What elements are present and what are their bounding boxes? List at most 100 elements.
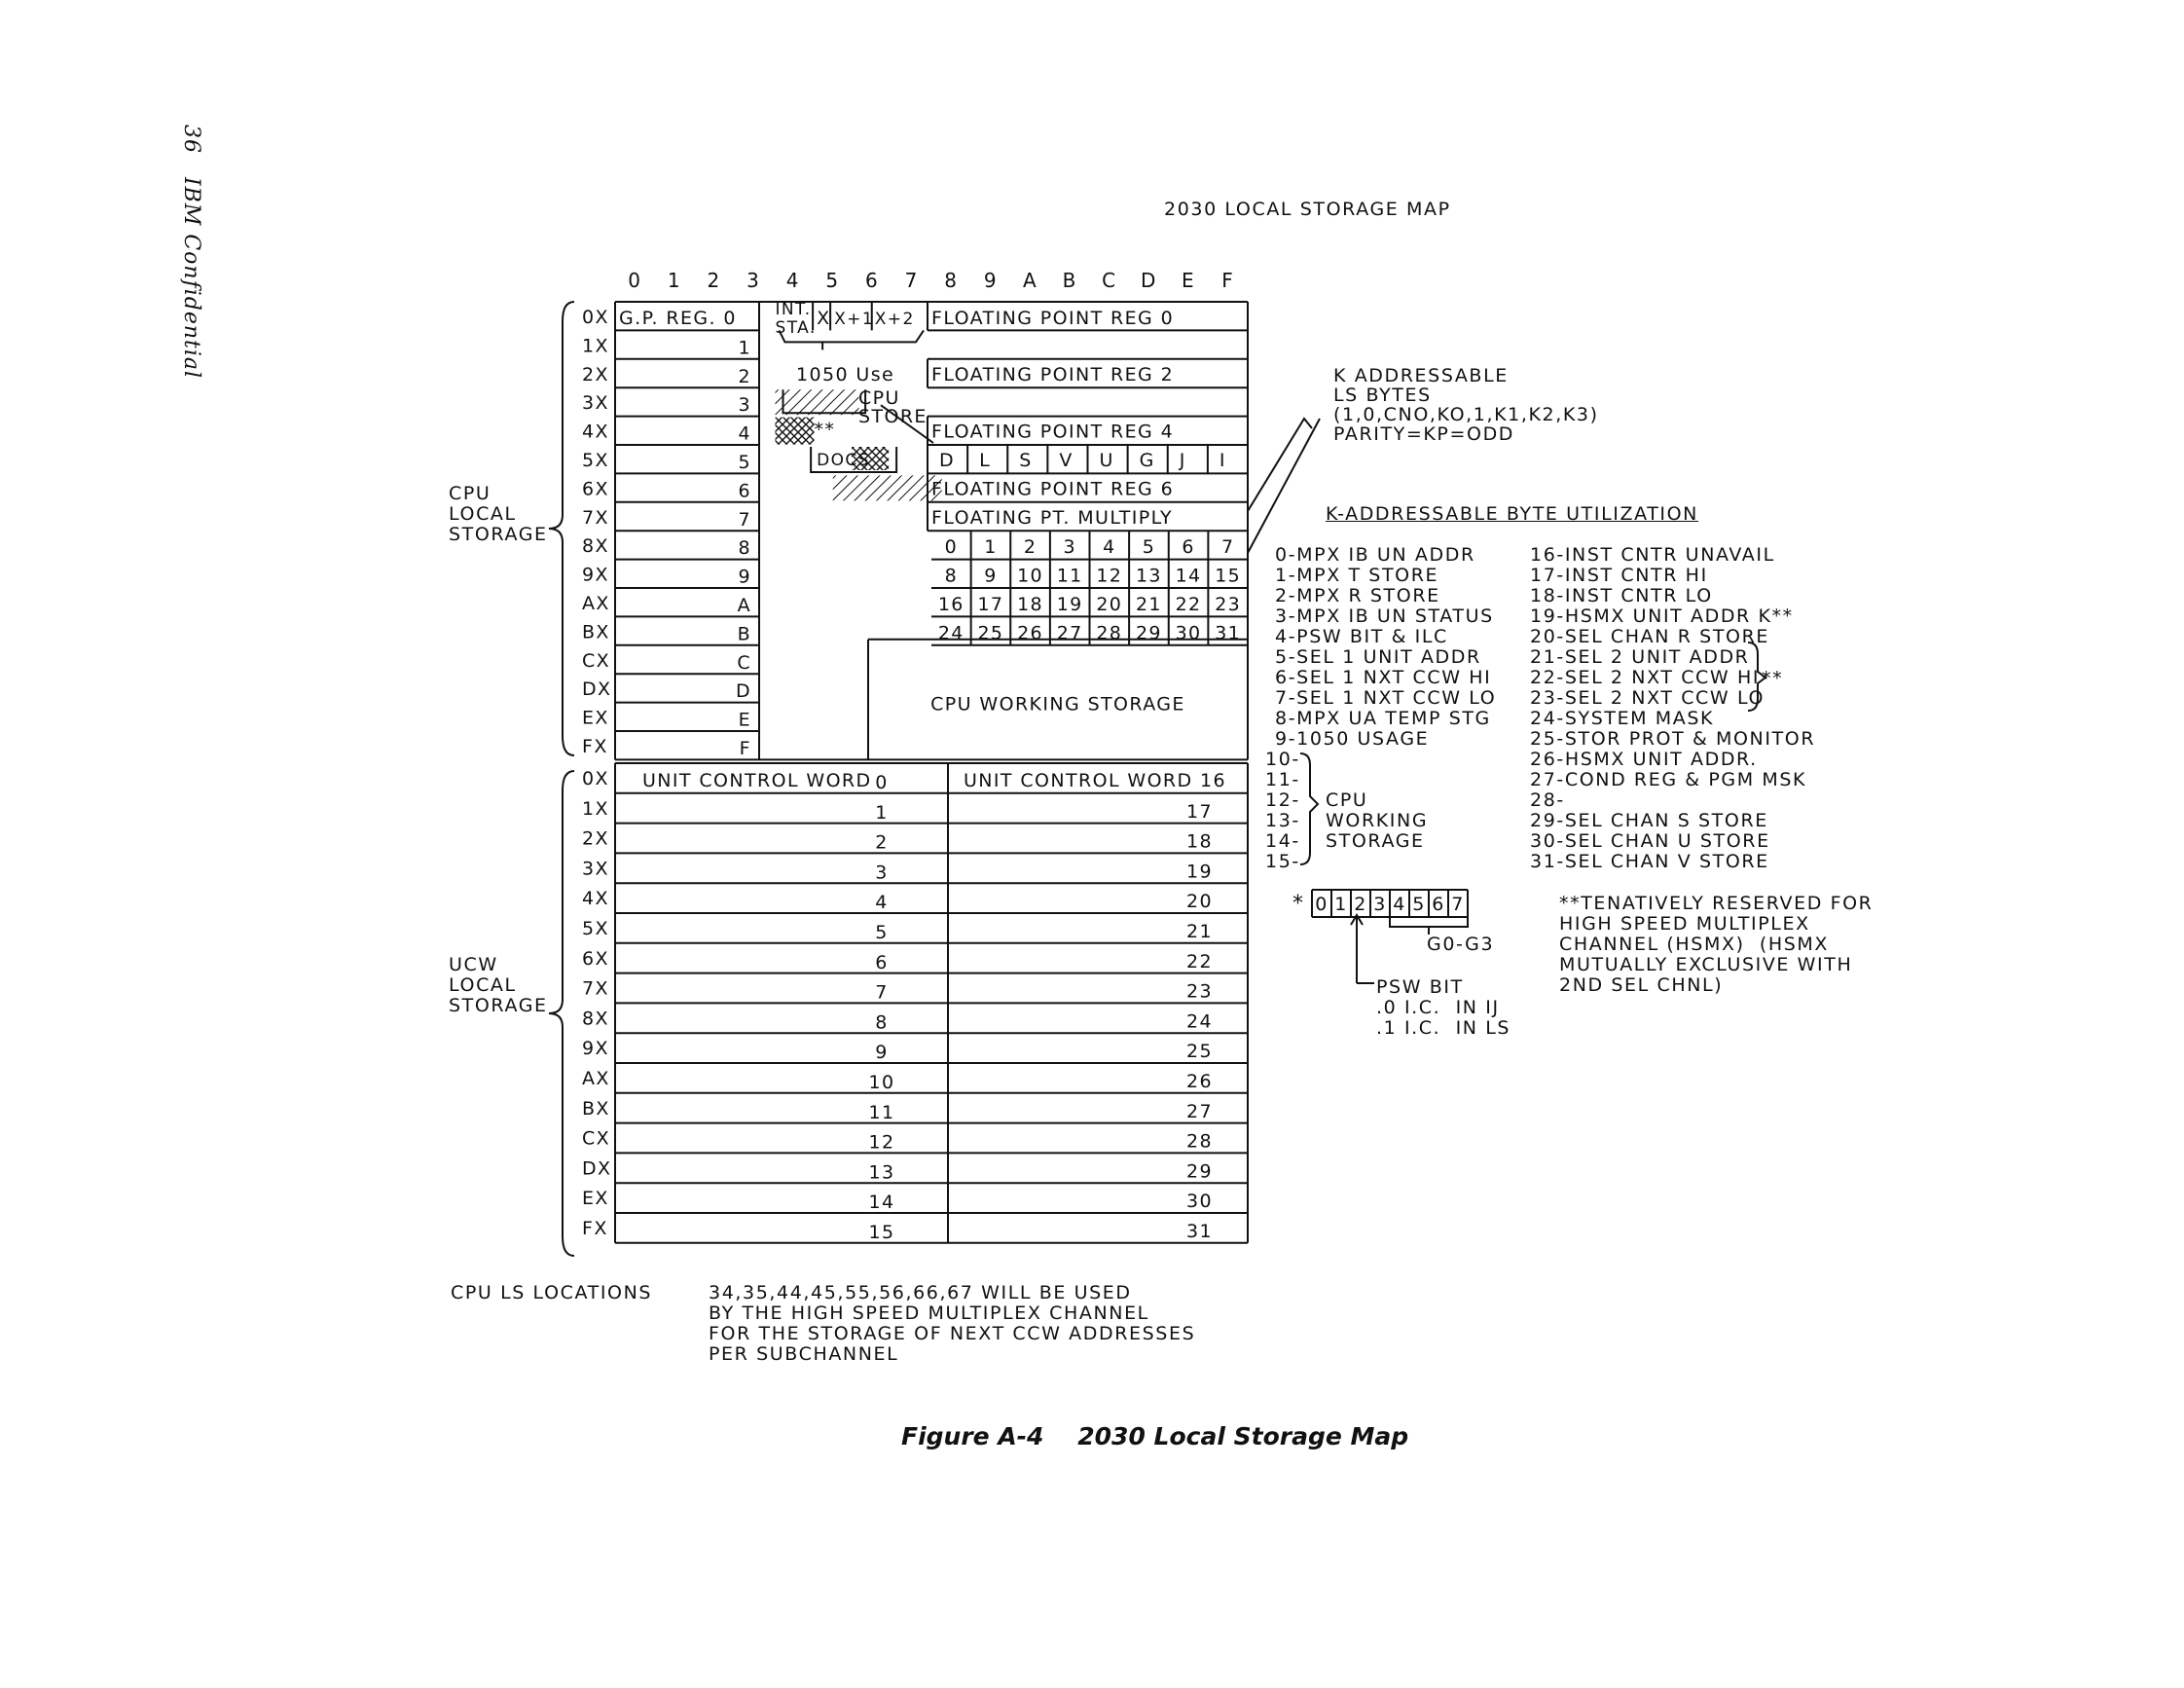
- flag-D: D: [939, 450, 955, 471]
- flag-L: L: [979, 450, 991, 471]
- k-byte-utilization-title: K-ADDRESSABLE BYTE UTILIZATION: [1326, 503, 1698, 525]
- k-byte-bracket-numbers: 10- 11- 12- 13- 14- 15-: [1265, 749, 1300, 872]
- cpu-row-label-4X: 4X: [582, 422, 609, 443]
- ucw-row-label-8X: 8X: [582, 1008, 609, 1029]
- ucw-row-label-EX: EX: [582, 1188, 609, 1209]
- gp-register-6: 6: [739, 480, 752, 501]
- k-byte-6: 6: [1182, 536, 1195, 558]
- cpu-row-label-BX: BX: [582, 621, 610, 642]
- k-byte-14: 14: [1176, 566, 1202, 587]
- gp-register-1: 1: [739, 337, 752, 358]
- k-byte-0: 0: [945, 536, 959, 558]
- column-header-3: 3: [746, 269, 760, 292]
- k-byte-24: 24: [938, 622, 965, 643]
- psw-g-bracket: [1389, 917, 1469, 928]
- k-byte-20: 20: [1096, 594, 1122, 615]
- cpu-row-label-FX: FX: [582, 736, 608, 757]
- floating-point-multiply: FLOATING PT. MULTIPLY: [931, 507, 1173, 529]
- locations-note-text: 34,35,44,45,55,56,66,67 WILL BE USED BY …: [709, 1282, 1196, 1365]
- ucw-row-label-1X: 1X: [582, 798, 609, 820]
- column-header-F: F: [1221, 269, 1234, 292]
- k-byte-4: 4: [1103, 536, 1116, 558]
- psw-note: PSW BIT .0 I.C. IN IJ .1 I.C. IN LS: [1376, 976, 1511, 1039]
- cpu-row-label-EX: EX: [582, 708, 609, 729]
- figure-caption: Figure A-4 2030 Local Storage Map: [901, 1422, 1409, 1450]
- cpu-store-pointer: [880, 404, 934, 444]
- flag-J: J: [1179, 450, 1186, 471]
- k-byte-30: 30: [1176, 622, 1202, 643]
- ucw-left-1: 1: [875, 802, 889, 824]
- ucw-right-22: 22: [1186, 951, 1213, 972]
- cpu-row-label-8X: 8X: [582, 535, 609, 557]
- cpu-row-label-CX: CX: [582, 650, 610, 672]
- gp-register-B: B: [738, 623, 751, 644]
- ucw-left-2: 2: [875, 832, 889, 854]
- ucw-right-24: 24: [1186, 1010, 1213, 1032]
- ucw-right-30: 30: [1186, 1191, 1213, 1212]
- ucw-right-18: 18: [1186, 831, 1213, 853]
- hatched-area-1050: [775, 389, 859, 416]
- psw-bit-4: 4: [1393, 894, 1406, 915]
- ucw-row-label-BX: BX: [582, 1098, 610, 1119]
- unit-control-word-left: UNIT CONTROL WORD: [642, 770, 872, 791]
- psw-arrow: [1350, 913, 1364, 926]
- gp-register-3: 3: [739, 394, 752, 416]
- column-header-7: 7: [905, 269, 919, 292]
- ucw-left-15: 15: [869, 1222, 895, 1243]
- ucw-left-6: 6: [875, 952, 889, 973]
- k-byte-23: 23: [1215, 594, 1241, 615]
- gp-register-4: 4: [739, 423, 752, 445]
- ucw-right-28: 28: [1186, 1131, 1213, 1153]
- psw-bit-6: 6: [1432, 894, 1445, 915]
- column-header-E: E: [1182, 269, 1195, 292]
- diagram-shading: [775, 389, 942, 501]
- column-header-5: 5: [825, 269, 839, 292]
- floating-point-reg-6: FLOATING POINT REG 6: [931, 478, 1174, 499]
- x2-label: X+2: [875, 310, 915, 329]
- k-byte-bracket-label: CPU WORKING STORAGE: [1326, 789, 1429, 852]
- ucw-row-label-6X: 6X: [582, 948, 609, 970]
- k-byte-bracket: [1299, 752, 1320, 865]
- k-byte-11: 11: [1057, 566, 1083, 587]
- flag-G: G: [1140, 450, 1155, 471]
- column-header-C: C: [1102, 269, 1116, 292]
- x-label: X: [817, 308, 830, 329]
- cpu-row-label-AX: AX: [582, 593, 610, 614]
- int-sta-bracket: [778, 329, 925, 344]
- ucw-row-label-3X: 3X: [582, 858, 609, 879]
- gp-register-C: C: [737, 652, 751, 674]
- ucw-left-8: 8: [875, 1011, 889, 1033]
- psw-bit-3: 3: [1373, 894, 1387, 915]
- gp-register-5: 5: [739, 452, 752, 473]
- ucw-right-29: 29: [1186, 1160, 1213, 1182]
- gp-register-8: 8: [739, 537, 752, 559]
- diagram-lines: [548, 301, 1767, 1257]
- map-title: 2030 LOCAL STORAGE MAP: [1164, 199, 1451, 220]
- int-sta-label: STA.: [776, 318, 817, 338]
- locations-note-label: CPU LS LOCATIONS: [451, 1282, 653, 1303]
- ucw-left-11: 11: [869, 1102, 895, 1123]
- x1-label: X+1: [834, 310, 874, 329]
- ucw-row-label-DX: DX: [582, 1157, 611, 1179]
- ucw-group-brace: [548, 770, 575, 1257]
- k-addressable-pointer: [1247, 418, 1321, 554]
- k-byte-10: 10: [1017, 566, 1043, 587]
- crosshatched-area: [775, 417, 815, 445]
- cpu-working-storage: CPU WORKING STORAGE: [930, 694, 1185, 716]
- column-header-4: 4: [786, 269, 800, 292]
- k-byte-5: 5: [1143, 536, 1156, 558]
- k-byte-7: 7: [1221, 536, 1235, 558]
- floating-point-reg-4: FLOATING POINT REG 4: [931, 422, 1174, 443]
- k-byte-25: 25: [977, 622, 1003, 643]
- ucw-row-label-5X: 5X: [582, 918, 609, 939]
- ucw-right-23: 23: [1186, 981, 1213, 1003]
- k-byte-list-left: 0-MPX IB UN ADDR 1-MPX T STORE 2-MPX R S…: [1275, 544, 1497, 750]
- use-1050-label: 1050 Use: [796, 364, 894, 385]
- stars-label: **: [815, 420, 836, 441]
- ucw-left-4: 4: [875, 892, 889, 913]
- gp-register-7: 7: [739, 509, 752, 531]
- ucw-row-label-CX: CX: [582, 1128, 610, 1150]
- ucw-left-14: 14: [869, 1192, 895, 1213]
- k-byte-1: 1: [984, 536, 998, 558]
- ucw-left-10: 10: [869, 1072, 895, 1093]
